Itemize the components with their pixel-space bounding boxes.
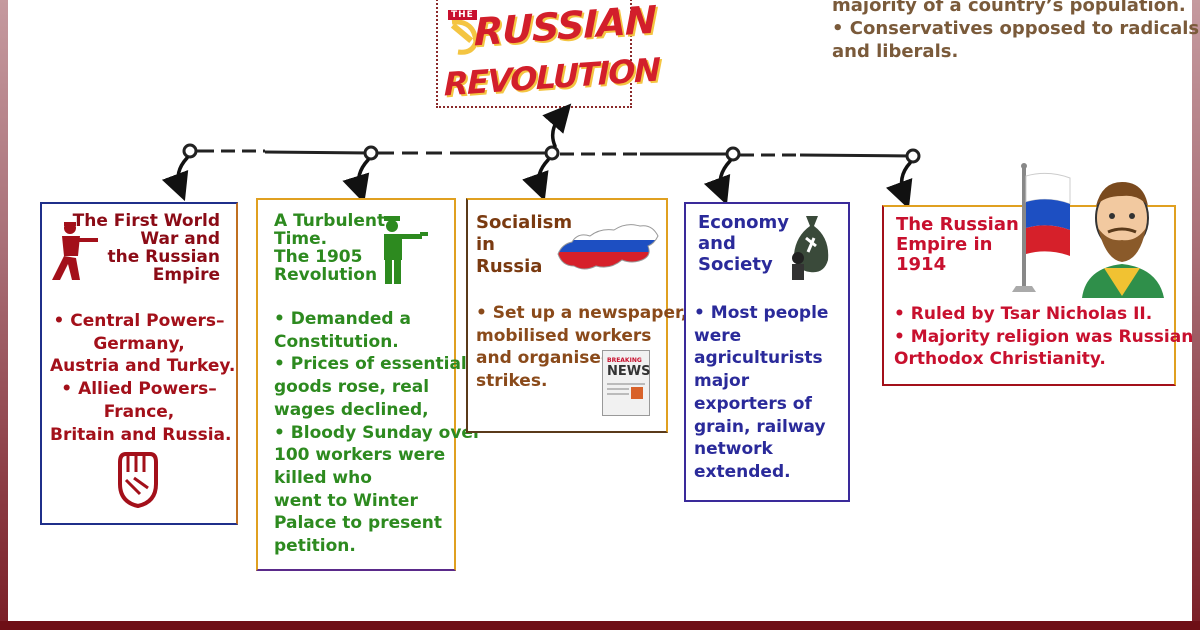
top-note-line: • Conservatives opposed to radicals <box>832 18 1200 39</box>
card-body-line: Austria and Turkey. <box>50 356 236 377</box>
card-body-line: went to Winter <box>274 490 418 511</box>
timeline-node <box>905 148 921 164</box>
card-title-line: Empire in <box>896 234 993 255</box>
card-body-line: • Ruled by Tsar Nicholas II. <box>894 304 1153 324</box>
top-note-line: and liberals. <box>832 41 959 62</box>
card-title-line: and <box>698 233 736 254</box>
card-title-line: A Turbulent <box>274 211 386 231</box>
frame-left-border <box>0 0 8 630</box>
newspaper-icon: BREAKING NEWS <box>602 350 650 416</box>
card-body: • Demanded a Constitution. • Prices of e… <box>274 308 482 558</box>
card-body-line: • Allied Powers– <box>61 379 217 400</box>
card-title-line: 1914 <box>896 254 947 275</box>
card-body-line: extended. <box>694 461 791 482</box>
hammer-sickle-icon <box>450 19 479 55</box>
card-title-line: Time. <box>274 229 328 249</box>
top-note: majority of a country’s population. • Co… <box>832 0 1200 63</box>
card-title-line: in <box>476 234 495 255</box>
title-small-label: THE <box>448 10 477 20</box>
card-body-line: were <box>694 325 742 346</box>
card-body: • Most people were agriculturists major … <box>694 302 842 484</box>
card-body-line: petition. <box>274 536 356 557</box>
money-bag-icon <box>792 216 829 280</box>
card-title: The First World War and the Russian Empi… <box>73 212 220 284</box>
card-1905-revolution: A Turbulent Time. The 1905 Revolution • … <box>256 198 482 571</box>
frame-bottom-border <box>0 621 1200 630</box>
card-body: • Set up a newspaper, mobilised workers … <box>476 302 688 393</box>
card-title: Socialism in Russia <box>476 212 572 278</box>
timeline-nodes <box>182 143 921 164</box>
timeline-node <box>725 146 741 162</box>
card-body-line: network <box>694 439 773 460</box>
card-body-line: • Central Powers– <box>53 311 225 331</box>
timeline-arrows <box>161 103 913 210</box>
card-first-world-war: The First World War and the Russian Empi… <box>40 202 238 525</box>
card-body-line: France, <box>103 401 175 422</box>
card-title-line: War and <box>140 229 220 249</box>
card-title-line: The Russian <box>896 214 1019 235</box>
card-body-line: grain, railway <box>694 416 826 437</box>
card-body-line: strikes. <box>476 371 548 392</box>
card-body-line: exporters of <box>694 393 812 414</box>
timeline-node <box>182 143 198 159</box>
card-body-line: mobilised workers <box>476 325 652 346</box>
card-body-line: • Bloody Sunday over <box>274 422 482 443</box>
card-body-line: Constitution. <box>274 331 399 352</box>
soldier-icon <box>52 222 98 280</box>
card-title: The Russian Empire in 1914 <box>896 215 1019 275</box>
card-body-line: 100 workers were <box>274 445 446 466</box>
card-title-line: Revolution <box>274 265 378 285</box>
top-note-line: majority of a country’s population. <box>832 0 1186 16</box>
timeline-node <box>363 145 379 161</box>
title-box: THE RUSSIAN REVOLUTION <box>436 0 659 108</box>
card-body-line: wages declined, <box>274 399 429 420</box>
card-body-line: Orthodox Christianity. <box>894 349 1106 370</box>
card-title-line: Russia <box>476 256 543 277</box>
card-title-line: Society <box>698 254 773 275</box>
newspaper-label-top: BREAKING <box>607 357 642 364</box>
card-socialism-in-russia: Socialism in Russia • Set up a newspaper… <box>466 198 688 433</box>
card-body-line: • Prices of essential <box>274 354 467 375</box>
timeline-node <box>544 145 560 161</box>
timeline-line <box>190 149 913 158</box>
card-body-line: Germany, <box>93 333 185 354</box>
gunman-icon <box>384 216 428 284</box>
card-body-line: • Majority religion was Russian <box>894 326 1194 347</box>
card-body-line: • Set up a newspaper, <box>476 303 688 323</box>
card-economy-and-society: Economy and Society • Most people were a… <box>684 202 850 502</box>
russia-map-icon <box>557 224 659 270</box>
tsar-portrait-icon <box>1082 182 1164 298</box>
card-body-line: Palace to present <box>274 513 442 534</box>
card-body-line: • Demanded a <box>274 309 411 329</box>
russian-flag-icon <box>1012 163 1071 292</box>
card-title: Economy and Society <box>698 212 789 275</box>
card-body-line: goods rose, real <box>274 377 430 398</box>
card-body-line: agriculturists <box>694 348 823 369</box>
card-body-line: • Most people <box>694 303 829 323</box>
card-title-line: The 1905 <box>274 247 363 267</box>
newspaper-label-main: NEWS <box>607 364 651 379</box>
raised-fist-icon <box>118 452 158 509</box>
card-body-line: killed who <box>274 467 372 488</box>
card-title-line: Economy <box>698 212 790 233</box>
card-body-line: Britain and Russia. <box>50 424 232 445</box>
card-title-line: Socialism <box>476 212 573 233</box>
card-title-line: Empire <box>152 265 220 285</box>
card-title: A Turbulent Time. The 1905 Revolution <box>274 212 385 284</box>
card-body: • Central Powers– Germany, Austria and T… <box>50 310 236 446</box>
card-body: • Ruled by Tsar Nicholas II. • Majority … <box>894 303 1194 371</box>
card-body-line: and organised <box>476 348 614 369</box>
frame-right-border <box>1192 0 1200 630</box>
card-title-line: The First World <box>72 211 220 231</box>
card-body-line: major <box>694 371 750 392</box>
card-title-line: the Russian <box>107 247 220 267</box>
